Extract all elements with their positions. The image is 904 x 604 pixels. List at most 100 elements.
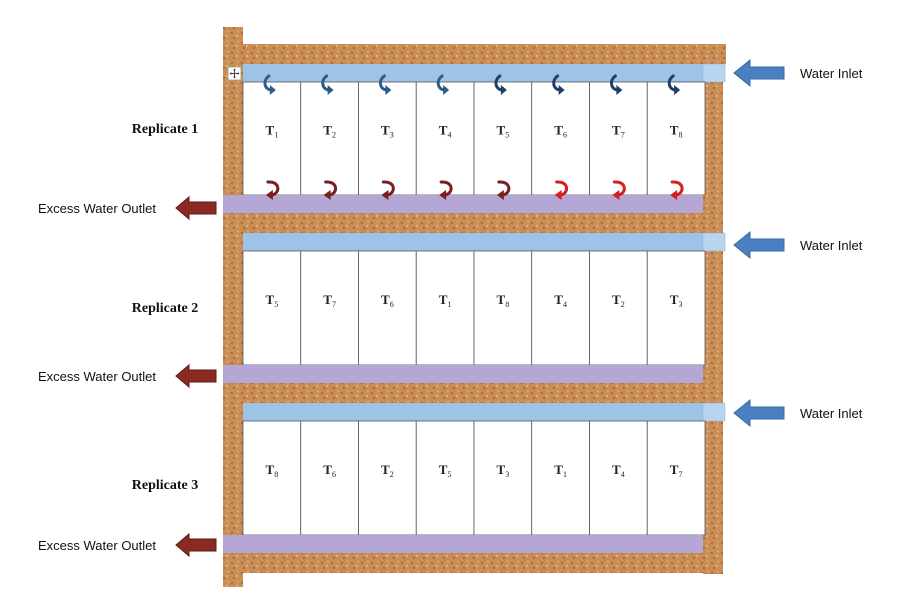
plot-cell: T3 xyxy=(646,250,706,366)
treatment-label: T4 xyxy=(554,292,567,309)
inflow-curl-arrow-icon xyxy=(263,74,276,95)
treatment-label: T2 xyxy=(612,292,625,309)
inflow-curl-arrow-icon xyxy=(667,74,681,95)
plot-cell: T7 xyxy=(300,250,359,366)
replicate-label: Replicate 1 xyxy=(132,122,198,137)
treatment-label: T2 xyxy=(323,123,336,140)
plot-box xyxy=(589,81,648,196)
plot-cell: T5 xyxy=(473,81,533,196)
outflow-curl-arrow-icon xyxy=(612,180,626,200)
water-inlet-arrow-icon xyxy=(733,58,785,88)
outflow-curl-arrow-icon xyxy=(670,180,684,200)
plot-cell: T5 xyxy=(415,420,475,536)
soil-right-post xyxy=(703,44,723,574)
inflow-curl-arrow-icon xyxy=(610,74,623,95)
water-inlet-label: Water Inlet xyxy=(800,66,863,81)
outflow-curl-arrow-icon xyxy=(554,180,568,200)
plot-cell: T8 xyxy=(242,420,302,536)
inflow-curl-arrow-icon xyxy=(436,74,450,95)
treatment-label: T3 xyxy=(497,462,510,479)
inlet-pipe xyxy=(243,64,703,82)
plot-cell: T2 xyxy=(358,420,417,536)
plot-box xyxy=(646,250,706,366)
plot-box xyxy=(646,420,706,536)
inflow-curl-arrow-icon xyxy=(379,74,392,95)
soil-top-band xyxy=(223,44,726,64)
treatment-label: T7 xyxy=(323,292,336,309)
plot-cell: T4 xyxy=(589,420,648,536)
treatment-label: T8 xyxy=(670,123,683,140)
plot-cell: T2 xyxy=(300,81,359,196)
outlet-pipe xyxy=(223,195,703,213)
move-handle-icon[interactable] xyxy=(227,66,242,81)
treatment-label: T5 xyxy=(439,462,452,479)
plot-box xyxy=(589,250,648,366)
treatment-label: T1 xyxy=(554,462,567,479)
plot-box xyxy=(415,420,475,536)
treatment-label: T2 xyxy=(381,462,394,479)
water-inlet-arrow-icon xyxy=(733,398,785,428)
excess-outlet-label: Excess Water Outlet xyxy=(38,369,156,384)
excess-outlet-label: Excess Water Outlet xyxy=(38,201,156,216)
treatment-label: T1 xyxy=(439,292,452,309)
plot-box xyxy=(415,81,475,196)
outflow-curl-arrow-icon xyxy=(265,180,280,200)
inlet-pipe-stub xyxy=(702,232,726,252)
plot-box xyxy=(531,81,590,196)
plot-box xyxy=(242,81,302,196)
outlet-pipe xyxy=(223,535,703,553)
treatment-label: T6 xyxy=(381,292,394,309)
excess-outlet-arrow-icon xyxy=(175,195,217,221)
treatment-label: T1 xyxy=(266,123,279,140)
excess-outlet-label: Excess Water Outlet xyxy=(38,538,156,553)
outflow-curl-arrow-icon xyxy=(323,180,337,200)
plot-cell: T3 xyxy=(358,81,417,196)
inflow-curl-arrow-icon xyxy=(321,74,334,95)
treatment-label: T3 xyxy=(670,292,683,309)
soil-band-2 xyxy=(223,383,723,403)
inlet-pipe xyxy=(243,403,703,421)
plot-box xyxy=(589,420,648,536)
plot-cell: T1 xyxy=(415,250,475,366)
treatment-label: T7 xyxy=(612,123,625,140)
plot-cell: T1 xyxy=(242,81,302,196)
plot-box xyxy=(473,81,533,196)
outlet-pipe xyxy=(223,365,703,383)
plot-cell: T3 xyxy=(473,420,533,536)
plot-cell: T8 xyxy=(473,250,533,366)
plot-box xyxy=(242,420,302,536)
plot-cell: T7 xyxy=(646,420,706,536)
treatment-label: T5 xyxy=(266,292,279,309)
plot-box xyxy=(300,81,359,196)
inlet-pipe xyxy=(243,233,703,251)
plot-cell: T6 xyxy=(300,420,359,536)
excess-outlet-arrow-icon xyxy=(175,532,217,558)
treatment-label: T4 xyxy=(612,462,625,479)
soil-bottom-band xyxy=(223,553,723,573)
treatment-label: T4 xyxy=(439,123,452,140)
plot-box xyxy=(646,81,706,196)
plot-box xyxy=(473,250,533,366)
outflow-curl-arrow-icon xyxy=(381,180,395,200)
plot-cell: T4 xyxy=(531,250,590,366)
plot-box xyxy=(473,420,533,536)
outflow-curl-arrow-icon xyxy=(496,180,511,200)
plot-box xyxy=(300,250,359,366)
plot-cell: T7 xyxy=(589,81,648,196)
inlet-pipe-stub xyxy=(702,63,726,83)
water-inlet-label: Water Inlet xyxy=(800,238,863,253)
plot-box xyxy=(531,250,590,366)
plot-cell: T6 xyxy=(358,250,417,366)
outflow-curl-arrow-icon xyxy=(439,180,453,200)
water-inlet-label: Water Inlet xyxy=(800,406,863,421)
treatment-label: T7 xyxy=(670,462,683,479)
treatment-label: T6 xyxy=(323,462,336,479)
inlet-pipe-stub xyxy=(702,402,726,422)
treatment-label: T6 xyxy=(554,123,567,140)
plot-cell: T2 xyxy=(589,250,648,366)
soil-frame xyxy=(223,27,726,587)
plot-box xyxy=(358,420,417,536)
replicate-label: Replicate 3 xyxy=(132,478,198,493)
